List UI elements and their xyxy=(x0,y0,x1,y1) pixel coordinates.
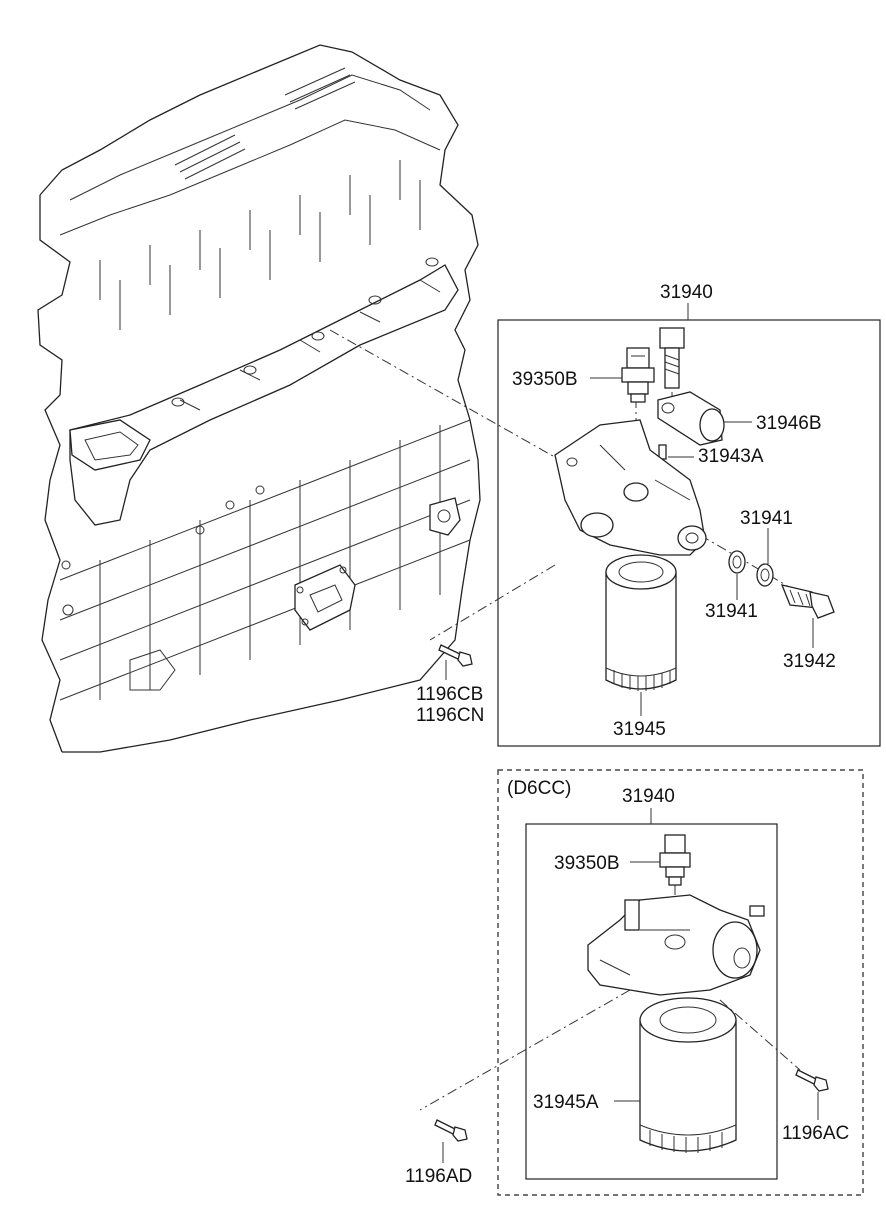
d6cc-variant-box xyxy=(497,769,864,1196)
label-39350b-lower: 39350B xyxy=(554,853,620,874)
filter-head-lower xyxy=(587,894,765,996)
label-1196ac: 1196AC xyxy=(782,1123,849,1144)
label-31941-top: 31941 xyxy=(740,508,793,529)
label-1196cb: 1196CB xyxy=(416,684,483,705)
label-31945a: 31945A xyxy=(533,1092,599,1113)
oil-pressure-sensor-lower xyxy=(659,834,691,886)
label-31942: 31942 xyxy=(783,651,836,672)
bolt-1196ac xyxy=(795,1069,829,1092)
label-31943a: 31943A xyxy=(698,446,764,467)
banjo-bolt-upper xyxy=(659,327,685,389)
label-39350b-upper: 39350B xyxy=(512,369,578,390)
washer-outer xyxy=(756,563,774,587)
label-31946b: 31946B xyxy=(756,413,822,434)
bolt-1196cb xyxy=(438,644,473,667)
oil-filter-lower xyxy=(639,997,737,1153)
elbow-fitting xyxy=(657,391,725,446)
oil-filter-upper xyxy=(605,554,677,691)
oil-pressure-sensor-upper xyxy=(621,347,655,403)
washer-inner xyxy=(728,550,746,574)
filter-head-upper xyxy=(554,419,707,556)
label-31940-lower: 31940 xyxy=(622,786,675,807)
label-1196ad: 1196AD xyxy=(405,1166,472,1187)
label-31940-upper: 31940 xyxy=(660,282,713,303)
label-31945: 31945 xyxy=(613,719,666,740)
bolt-1196ad xyxy=(434,1119,468,1142)
label-d6cc: (D6CC) xyxy=(507,778,571,799)
label-1196cn: 1196CN xyxy=(416,705,484,726)
upper-kit-box xyxy=(497,319,881,747)
hollow-bolt xyxy=(780,584,835,619)
engine-block-illustration xyxy=(37,44,481,753)
label-31941-bottom: 31941 xyxy=(705,601,758,622)
